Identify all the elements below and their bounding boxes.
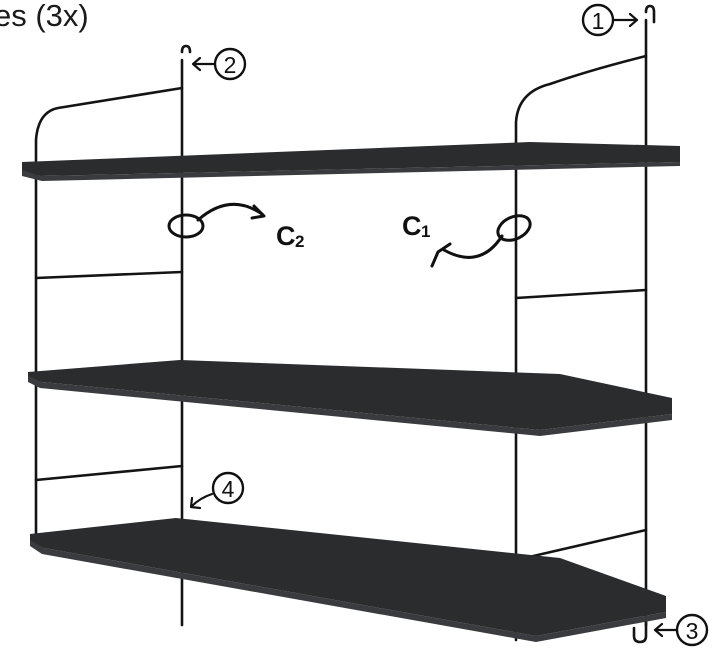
right-wire-frame xyxy=(514,4,656,644)
part-c1-ring xyxy=(430,214,532,268)
part-c2-label: C 2 xyxy=(276,221,304,251)
part-c1-subscript: 1 xyxy=(421,222,430,241)
shelf-top xyxy=(22,142,680,181)
callout-3: 3 xyxy=(653,613,709,647)
callout-4-number: 4 xyxy=(222,476,235,502)
callout-4: 4 xyxy=(189,471,245,510)
callout-1: 1 xyxy=(581,3,639,37)
part-c1-label: C 1 xyxy=(402,211,430,241)
callout-2: 2 xyxy=(191,47,247,81)
callout-1-number: 1 xyxy=(592,8,605,34)
part-c2-ring xyxy=(167,202,266,239)
caption-text: es (3x) xyxy=(0,0,89,33)
part-c1-letter: C xyxy=(402,211,422,241)
shelf-bottom xyxy=(30,518,666,642)
part-c2-subscript: 2 xyxy=(295,232,304,251)
part-c2-letter: C xyxy=(276,221,296,251)
callout-2-number: 2 xyxy=(224,52,237,78)
shelf-middle xyxy=(28,360,672,436)
callout-3-number: 3 xyxy=(686,618,699,644)
